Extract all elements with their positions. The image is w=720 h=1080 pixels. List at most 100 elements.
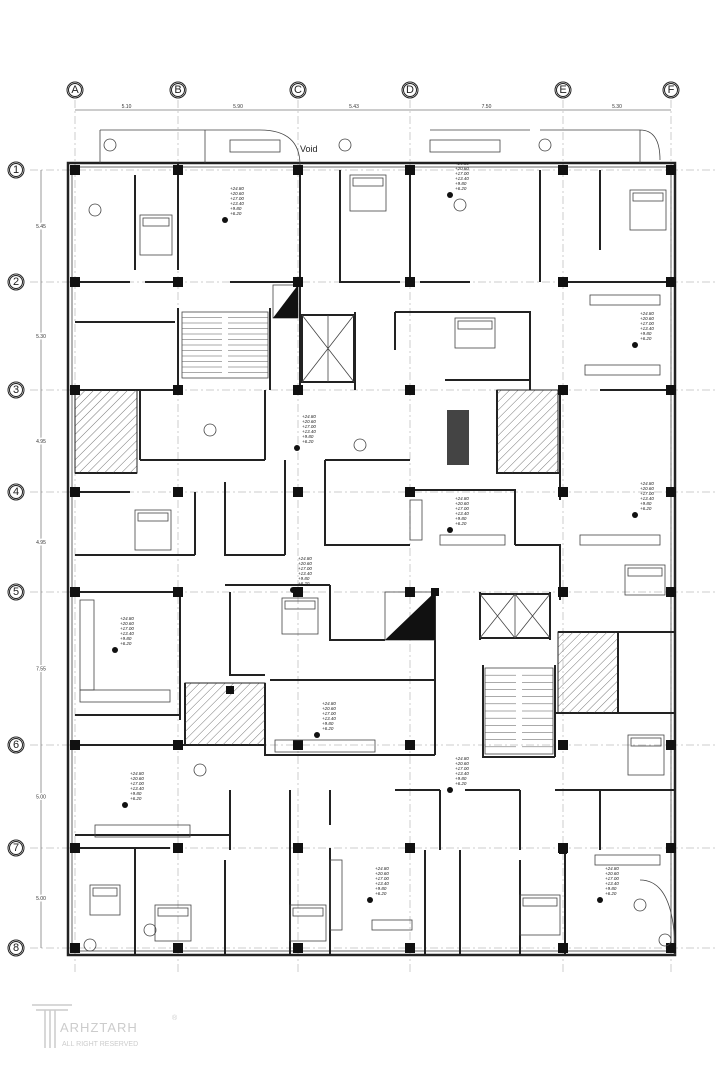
elevation-level: +17.00 xyxy=(302,424,316,429)
void-shaft xyxy=(496,389,559,474)
dimension-label: 5.45 xyxy=(36,224,46,230)
elevation-level: +24.80 xyxy=(605,866,619,871)
elevation-level: +9.80 xyxy=(120,636,132,641)
elevation-level: +6.20 xyxy=(298,581,310,586)
column xyxy=(173,843,183,853)
dimension-label: 5.10 xyxy=(122,104,132,110)
elevation-marker-icon xyxy=(367,897,373,903)
elevation-level: +6.20 xyxy=(455,186,467,191)
bed xyxy=(289,904,327,942)
elevation-level: +24.80 xyxy=(455,496,469,501)
plant xyxy=(538,138,552,152)
elevation-level: +13.40 xyxy=(640,496,654,501)
column xyxy=(70,740,80,750)
sofa xyxy=(274,739,376,753)
elevation-level: +17.00 xyxy=(640,491,654,496)
column xyxy=(294,741,302,749)
column xyxy=(558,385,568,395)
hatched-voids xyxy=(74,389,619,746)
elevation-marker-icon xyxy=(314,732,320,738)
pillow xyxy=(352,177,384,187)
elevation-level: +24.80 xyxy=(322,701,336,706)
elevation-level: +20.60 xyxy=(130,776,144,781)
elevation-level: +24.80 xyxy=(455,161,469,166)
pillow xyxy=(284,600,316,610)
elevation-level: +20.60 xyxy=(230,191,244,196)
elevation-level: +9.80 xyxy=(130,791,142,796)
column xyxy=(293,165,303,175)
grid-lines xyxy=(30,100,715,975)
elevation-level: +17.00 xyxy=(455,171,469,176)
elevation-level: +9.80 xyxy=(322,721,334,726)
sofa xyxy=(579,534,661,546)
plant xyxy=(143,923,157,937)
grid-label-1: 1 xyxy=(13,164,19,176)
plant xyxy=(88,203,102,217)
watermark-logo: ARHZTARH ® ALL RIGHT RESERVED xyxy=(32,1004,178,1048)
elevation-level: +24.80 xyxy=(230,186,244,191)
elevation-level: +24.80 xyxy=(640,311,654,316)
elevation-level: +24.80 xyxy=(120,616,134,621)
elevation-level: +9.80 xyxy=(455,776,467,781)
sofa xyxy=(589,294,661,306)
pillow xyxy=(292,907,324,917)
column xyxy=(405,277,415,287)
elevation-level: +13.40 xyxy=(298,571,312,576)
column xyxy=(293,277,303,287)
elevation-level: +6.20 xyxy=(230,211,242,216)
grid-label-8: 8 xyxy=(13,942,19,954)
elevation-level: +13.40 xyxy=(605,881,619,886)
column xyxy=(70,487,80,497)
dimension-label: 5.43 xyxy=(349,104,359,110)
column xyxy=(666,277,676,287)
void-shaft xyxy=(74,389,138,474)
column xyxy=(173,385,183,395)
sofa xyxy=(79,599,95,691)
elevation-level: +20.60 xyxy=(120,621,134,626)
sofa xyxy=(371,919,413,931)
plant xyxy=(83,938,97,952)
plant xyxy=(353,438,367,452)
column xyxy=(405,740,415,750)
elevation-level: +6.20 xyxy=(302,439,314,444)
elevation-level: +17.00 xyxy=(640,321,654,326)
bed xyxy=(627,734,665,776)
bed xyxy=(89,884,121,916)
elevation-level: +20.60 xyxy=(640,486,654,491)
elevation-level: +24.80 xyxy=(375,866,389,871)
elevation-marker-icon xyxy=(447,787,453,793)
sofa xyxy=(429,139,501,153)
elevation-marker-icon xyxy=(290,587,296,593)
pillow xyxy=(92,887,118,897)
elevation-level: +13.40 xyxy=(130,786,144,791)
void-shaft xyxy=(557,631,619,714)
elevation-level: +9.80 xyxy=(375,886,387,891)
bed xyxy=(139,214,173,256)
elevation-level: +9.80 xyxy=(298,576,310,581)
grid-label-A: A xyxy=(71,84,79,96)
grid-label-E: E xyxy=(559,84,566,96)
plant xyxy=(338,138,352,152)
column xyxy=(405,587,415,597)
elevation-level: +9.80 xyxy=(605,886,617,891)
sofa xyxy=(409,499,423,541)
elevation-marker-icon xyxy=(632,342,638,348)
column xyxy=(173,487,183,497)
elevation-level: +13.40 xyxy=(120,631,134,636)
elevation-level: +17.00 xyxy=(375,876,389,881)
column xyxy=(558,165,568,175)
elevation-level: +17.00 xyxy=(322,711,336,716)
column xyxy=(70,385,80,395)
elevation-level: +17.00 xyxy=(455,766,469,771)
column xyxy=(558,587,568,597)
void-shaft xyxy=(184,682,266,746)
plant xyxy=(193,763,207,777)
grid-label-F: F xyxy=(668,84,675,96)
elevation-level: +24.80 xyxy=(302,414,316,419)
elevators xyxy=(301,314,551,639)
sofa xyxy=(229,139,281,153)
grid-label-C: C xyxy=(294,84,302,96)
bed xyxy=(629,189,667,231)
elevation-level: +20.60 xyxy=(640,316,654,321)
